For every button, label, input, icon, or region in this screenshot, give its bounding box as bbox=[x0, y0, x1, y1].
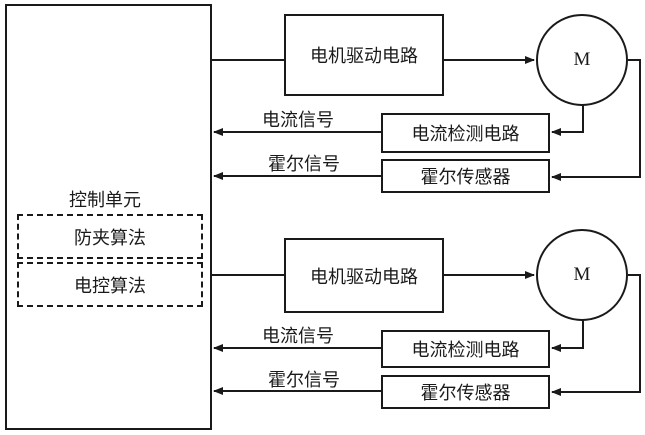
motor-2: M bbox=[536, 229, 628, 321]
control-unit-title: 控制单元 bbox=[69, 190, 141, 211]
current-detection-circuit-1: 电流检测电路 bbox=[381, 113, 550, 153]
motor-label-2: M bbox=[573, 264, 591, 285]
anti-pinch-algorithm-label: 防夹算法 bbox=[74, 227, 146, 249]
hall-sensor-label-2: 霍尔传感器 bbox=[420, 383, 511, 404]
line-motor-to-hall-sensor-1 bbox=[551, 59, 641, 181]
hall-signal-label-2: 霍尔信号 bbox=[268, 370, 340, 391]
current-detection-label-1: 电流检测电路 bbox=[411, 124, 520, 145]
motor-label-1: M bbox=[573, 49, 591, 70]
motor-driver-label-1: 电机驱动电路 bbox=[310, 46, 418, 67]
control-unit-box: 控制单元 bbox=[5, 4, 212, 430]
motor-driver-label-2: 电机驱动电路 bbox=[310, 266, 418, 288]
line-motor-to-current-sensor-2 bbox=[551, 320, 584, 352]
current-detection-circuit-2: 电流检测电路 bbox=[381, 330, 550, 368]
hall-sensor-label-1: 霍尔传感器 bbox=[420, 167, 511, 188]
current-detection-label-2: 电流检测电路 bbox=[411, 340, 520, 361]
line-motor-to-current-sensor-1 bbox=[551, 105, 584, 136]
current-signal-label-2: 电流信号 bbox=[262, 326, 334, 347]
hall-sensor-1: 霍尔传感器 bbox=[381, 159, 550, 193]
line-motor-to-hall-sensor-2 bbox=[551, 274, 641, 396]
current-signal-label-1: 电流信号 bbox=[262, 110, 334, 131]
motor-control-algorithm-box: 电控算法 bbox=[17, 262, 203, 307]
hall-sensor-2: 霍尔传感器 bbox=[381, 375, 550, 409]
motor-control-algorithm-label: 电控算法 bbox=[74, 275, 146, 297]
motor-1: M bbox=[536, 14, 628, 106]
anti-pinch-algorithm-box: 防夹算法 bbox=[17, 214, 203, 259]
motor-driver-circuit-1: 电机驱动电路 bbox=[284, 14, 444, 96]
motor-driver-circuit-2: 电机驱动电路 bbox=[284, 238, 444, 313]
hall-signal-label-1: 霍尔信号 bbox=[268, 154, 340, 175]
